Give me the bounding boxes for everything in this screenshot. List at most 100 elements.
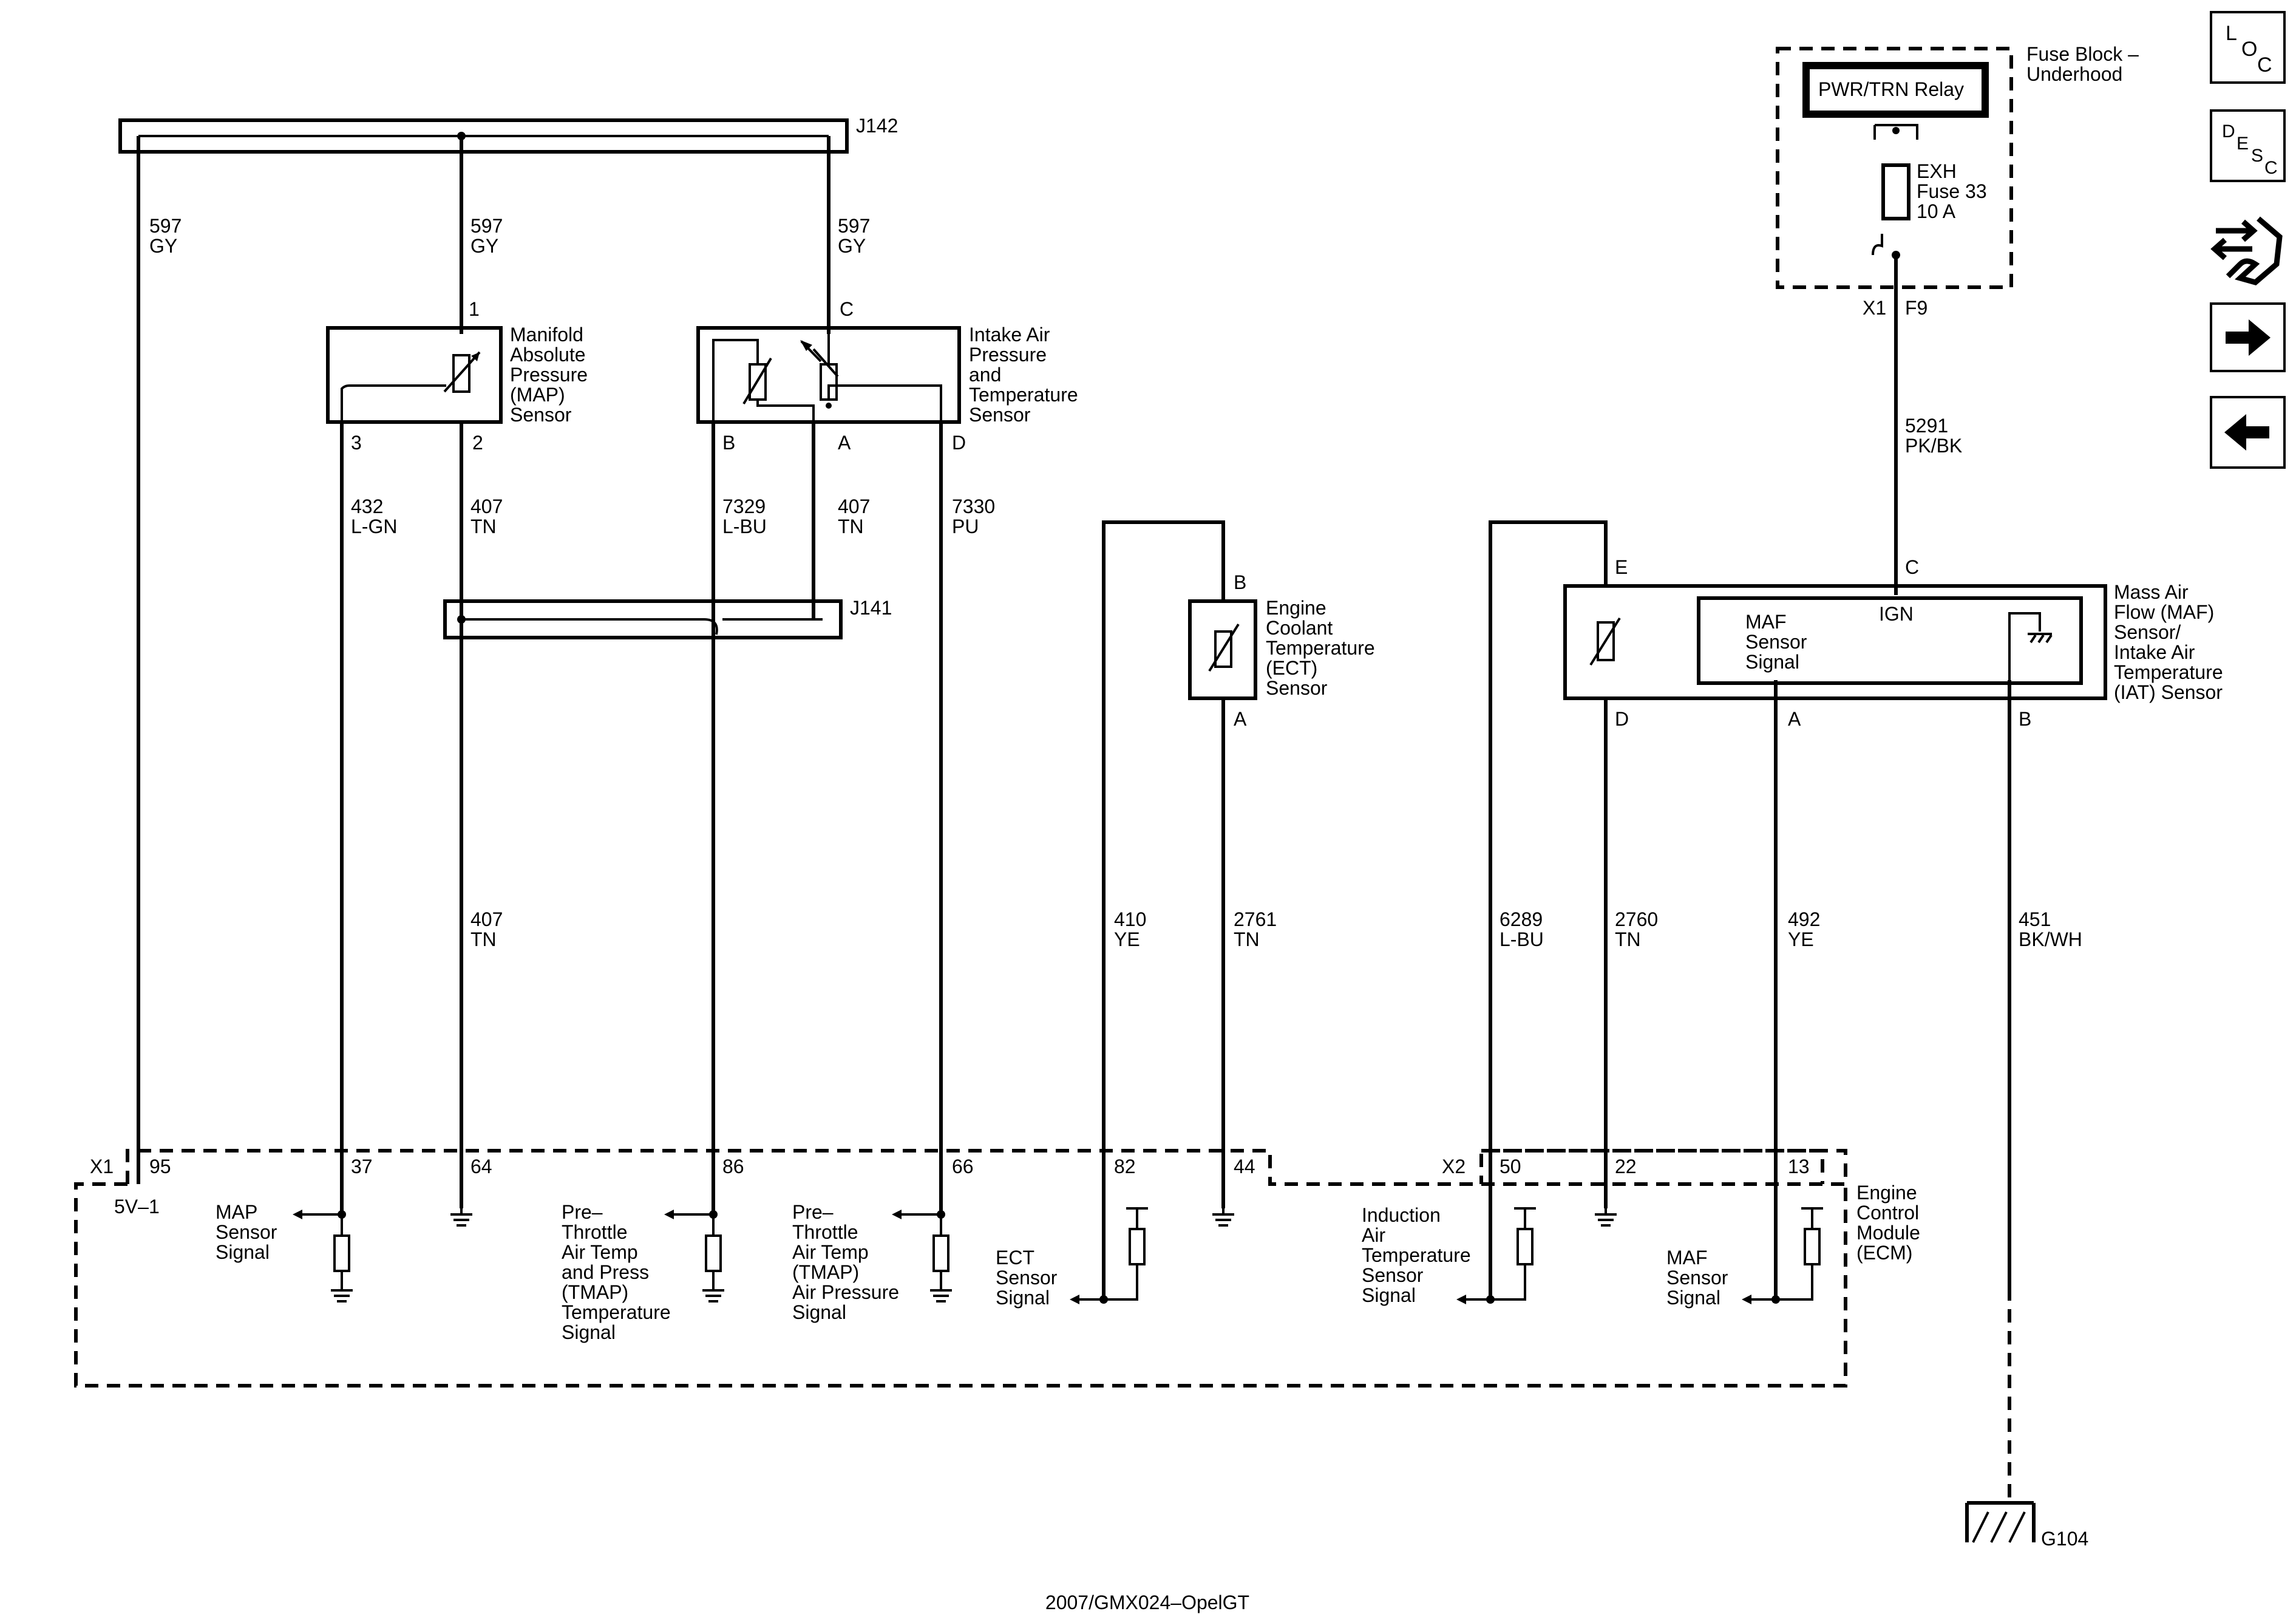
svg-text:5291: 5291: [1905, 415, 1948, 437]
svg-text:7330: 7330: [952, 495, 995, 517]
svg-text:Pressure: Pressure: [510, 364, 588, 386]
svg-text:Pre–: Pre–: [792, 1201, 834, 1223]
svg-text:Sensor: Sensor: [969, 404, 1031, 426]
svg-text:(MAP): (MAP): [510, 384, 565, 406]
svg-text:Pre–: Pre–: [562, 1201, 603, 1223]
ground-g104: G104: [1965, 1501, 2088, 1550]
svg-text:Intake Air: Intake Air: [2114, 641, 2195, 663]
svg-text:7329: 7329: [722, 495, 766, 517]
iapt-sensor: C B A D Intake Air Pressure and Temperat…: [696, 298, 1078, 454]
maf-iat-sensor: E C D A B IGN MAF Sensor Signal Mass Air…: [1563, 556, 2223, 730]
svg-text:TN: TN: [1234, 928, 1260, 950]
svg-text:Mass Air: Mass Air: [2114, 581, 2189, 603]
svg-text:Manifold: Manifold: [510, 324, 583, 346]
svg-text:Engine: Engine: [1856, 1182, 1917, 1204]
ecm-module: X1 X2 5V–1 95 37 64 86 66 82 44 50 22 13…: [74, 1149, 1920, 1388]
svg-text:TN: TN: [470, 928, 497, 950]
svg-text:Intake Air: Intake Air: [969, 324, 1050, 346]
ecm-signal-labels: MAP Sensor Signal Pre– Throttle Air Temp…: [216, 1201, 1728, 1343]
svg-text:Flow (MAF): Flow (MAF): [2114, 601, 2214, 623]
svg-text:X1: X1: [1863, 297, 1886, 319]
svg-text:82: 82: [1114, 1156, 1136, 1177]
svg-text:Control: Control: [1856, 1202, 1919, 1224]
svg-text:(TMAP): (TMAP): [792, 1261, 859, 1283]
svg-text:Throttle: Throttle: [792, 1221, 858, 1243]
svg-text:597: 597: [838, 215, 870, 237]
svg-text:TN: TN: [470, 516, 497, 537]
svg-text:407: 407: [838, 495, 870, 517]
svg-text:2760: 2760: [1615, 908, 1658, 930]
svg-text:F9: F9: [1905, 297, 1927, 319]
svg-text:L-GN: L-GN: [351, 516, 397, 537]
loc-letter-l: L: [2226, 22, 2237, 45]
svg-text:BK/WH: BK/WH: [2019, 928, 2082, 950]
svg-text:86: 86: [722, 1156, 744, 1177]
svg-text:Signal: Signal: [1666, 1287, 1720, 1309]
svg-text:L-BU: L-BU: [722, 516, 767, 537]
previous-page-arrow-icon[interactable]: [2210, 396, 2286, 469]
svg-text:B: B: [1234, 571, 1246, 593]
svg-text:C: C: [1905, 556, 1919, 578]
svg-text:(TMAP): (TMAP): [562, 1281, 628, 1303]
svg-text:ECT: ECT: [996, 1247, 1034, 1268]
svg-text:95: 95: [149, 1156, 171, 1177]
svg-text:Sensor: Sensor: [216, 1221, 277, 1243]
svg-text:13: 13: [1788, 1156, 1810, 1177]
desc-button[interactable]: D E S C: [2210, 109, 2286, 182]
svg-text:X2: X2: [1442, 1156, 1466, 1177]
next-page-arrow-icon[interactable]: [2210, 302, 2286, 372]
desc-letter-e: E: [2237, 134, 2249, 154]
svg-text:Signal: Signal: [1745, 651, 1799, 673]
loc-letter-o: O: [2241, 38, 2257, 61]
svg-text:C: C: [840, 298, 854, 320]
svg-text:and Press: and Press: [562, 1261, 649, 1283]
svg-text:TN: TN: [838, 516, 864, 537]
svg-text:GY: GY: [470, 235, 498, 257]
svg-text:Signal: Signal: [1362, 1284, 1416, 1306]
svg-text:Coolant: Coolant: [1266, 617, 1333, 639]
svg-text:X1: X1: [90, 1156, 114, 1177]
relay-label: PWR/TRN Relay: [1818, 78, 1964, 100]
svg-text:D: D: [1615, 708, 1629, 730]
svg-text:407: 407: [470, 495, 503, 517]
loc-button[interactable]: L O C: [2210, 11, 2286, 84]
svg-text:Sensor: Sensor: [1266, 677, 1328, 699]
svg-text:64: 64: [470, 1156, 492, 1177]
svg-text:Temperature: Temperature: [1362, 1244, 1471, 1266]
svg-text:G104: G104: [2041, 1528, 2088, 1550]
svg-text:Temperature: Temperature: [1266, 637, 1375, 659]
svg-text:D: D: [952, 432, 966, 454]
loc-letter-c: C: [2257, 53, 2272, 77]
desc-letter-c: C: [2264, 158, 2278, 178]
svg-text:432: 432: [351, 495, 383, 517]
svg-text:Air: Air: [1362, 1224, 1385, 1246]
svg-text:EXH: EXH: [1917, 160, 1957, 182]
svg-text:A: A: [1234, 708, 1247, 730]
svg-text:Sensor: Sensor: [1745, 631, 1807, 653]
svg-text:597: 597: [470, 215, 503, 237]
svg-text:(ECT): (ECT): [1266, 657, 1317, 679]
splice-j142: J142: [118, 115, 898, 154]
desc-letter-d: D: [2222, 121, 2235, 141]
svg-text:492: 492: [1788, 908, 1820, 930]
svg-text:Module: Module: [1856, 1222, 1920, 1244]
connector-end-view-icon[interactable]: [2210, 206, 2289, 285]
svg-text:MAP: MAP: [216, 1201, 257, 1223]
svg-text:50: 50: [1500, 1156, 1521, 1177]
svg-text:B: B: [2019, 708, 2031, 730]
svg-text:TN: TN: [1615, 928, 1641, 950]
svg-text:B: B: [722, 432, 735, 454]
map-sensor: 1 3 2 Manifold Absolute Pressure (MAP) S…: [326, 298, 588, 454]
svg-text:3: 3: [351, 432, 362, 454]
svg-text:Engine: Engine: [1266, 597, 1326, 619]
svg-text:Sensor: Sensor: [510, 404, 572, 426]
svg-text:Temperature: Temperature: [2114, 661, 2223, 683]
desc-letter-s: S: [2251, 146, 2263, 166]
svg-text:6289: 6289: [1500, 908, 1543, 930]
svg-text:Signal: Signal: [216, 1241, 270, 1263]
svg-text:A: A: [1788, 708, 1801, 730]
svg-text:Signal: Signal: [562, 1321, 616, 1343]
svg-text:MAF: MAF: [1666, 1247, 1708, 1268]
